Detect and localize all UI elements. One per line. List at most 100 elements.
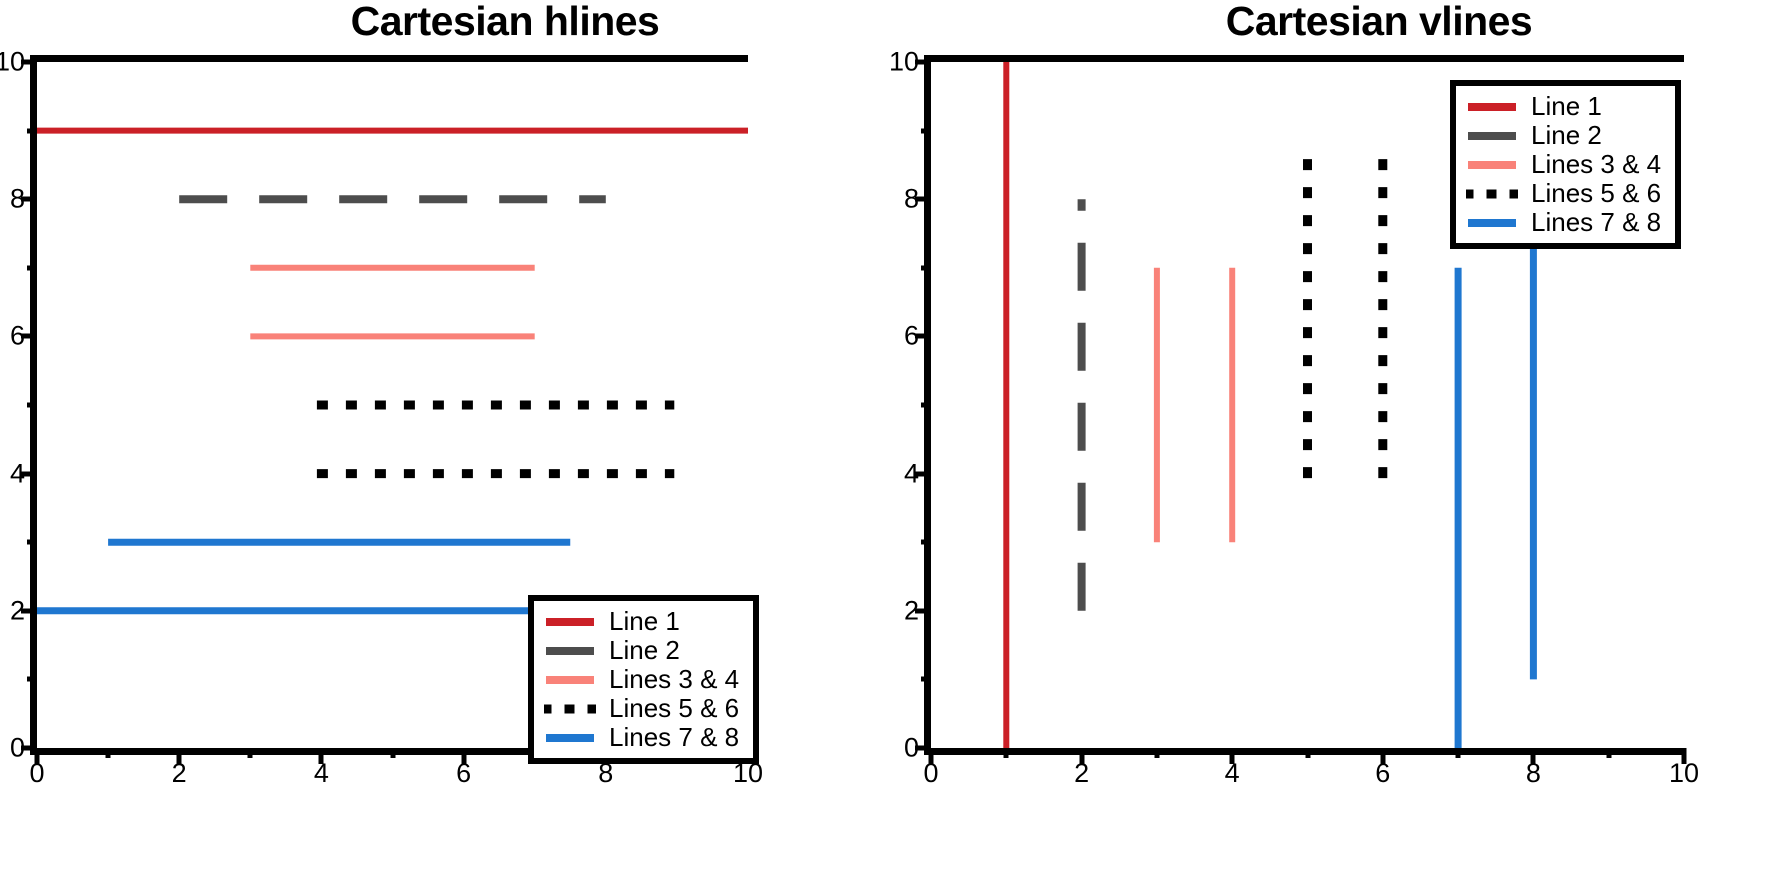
tick-label-y: 8 bbox=[903, 183, 919, 214]
tick-label-x: 2 bbox=[171, 758, 187, 788]
data-layer-left bbox=[37, 62, 748, 748]
legend-row[interactable]: Lines 3 & 4 bbox=[544, 665, 739, 694]
legend-row[interactable]: Line 1 bbox=[544, 607, 739, 636]
tick-mark-x-minor bbox=[105, 748, 111, 758]
tick-mark-x bbox=[928, 748, 934, 764]
legend-swatch-2 bbox=[1466, 121, 1518, 150]
legend-row[interactable]: Lines 7 & 8 bbox=[1466, 208, 1661, 237]
tick-label-x: 10 bbox=[1668, 758, 1700, 788]
legend-row[interactable]: Lines 5 & 6 bbox=[1466, 179, 1661, 208]
tick-mark-y-minor bbox=[27, 402, 37, 408]
tick-mark-x-minor bbox=[1003, 748, 1009, 758]
tick-label-y: 2 bbox=[9, 595, 25, 626]
tick-mark-x bbox=[318, 748, 324, 764]
legend-swatch-5 bbox=[1466, 208, 1518, 237]
tick-mark-x bbox=[1380, 748, 1386, 764]
tick-mark-y-minor bbox=[921, 539, 931, 545]
tick-mark-x bbox=[34, 748, 40, 764]
tick-label-y: 2 bbox=[903, 595, 919, 626]
tick-mark-x bbox=[1229, 748, 1235, 764]
legend-swatch-5 bbox=[544, 723, 596, 752]
tick-mark-x bbox=[1681, 748, 1687, 764]
legend-swatch-3 bbox=[544, 665, 596, 694]
legend-label: Lines 5 & 6 bbox=[1531, 178, 1662, 208]
legend-row[interactable]: Lines 5 & 6 bbox=[544, 694, 739, 723]
tick-mark-x bbox=[1079, 748, 1085, 764]
tick-mark-y-minor bbox=[27, 265, 37, 271]
tick-mark-y-minor bbox=[27, 128, 37, 134]
tick-label-x: 0 bbox=[923, 758, 939, 788]
legend-swatch-1 bbox=[1466, 92, 1518, 121]
tick-mark-y bbox=[21, 333, 37, 339]
tick-label-x: 8 bbox=[1525, 758, 1541, 788]
tick-mark-x-minor bbox=[1154, 748, 1160, 758]
tick-label-y: 4 bbox=[903, 458, 919, 489]
tick-mark-y bbox=[915, 745, 931, 751]
tick-mark-y-minor bbox=[921, 676, 931, 682]
legend-label: Lines 7 & 8 bbox=[609, 722, 740, 752]
tick-label-y: 10 bbox=[888, 46, 919, 77]
tick-mark-y bbox=[915, 59, 931, 65]
legend-label: Line 2 bbox=[1531, 120, 1602, 150]
legend-row[interactable]: Lines 7 & 8 bbox=[544, 723, 739, 752]
legend-label: Line 1 bbox=[609, 606, 680, 636]
tick-mark-x bbox=[461, 748, 467, 764]
tick-label-y: 4 bbox=[9, 458, 25, 489]
legend-row[interactable]: Line 1 bbox=[1466, 92, 1661, 121]
tick-label-y: 0 bbox=[903, 732, 919, 763]
legend-row[interactable]: Line 2 bbox=[544, 636, 739, 665]
legend-swatch-3 bbox=[1466, 150, 1518, 179]
tick-mark-x bbox=[176, 748, 182, 764]
tick-mark-x-minor bbox=[247, 748, 253, 758]
tick-mark-y-minor bbox=[921, 402, 931, 408]
tick-label-y: 0 bbox=[9, 732, 25, 763]
legend-label: Line 1 bbox=[1531, 91, 1602, 121]
page-title-right: Cartesian vlines bbox=[1225, 0, 1533, 44]
tick-mark-x-minor bbox=[1455, 748, 1461, 758]
legend-label: Lines 3 & 4 bbox=[609, 664, 740, 694]
page-title-left: Cartesian hlines bbox=[350, 0, 660, 44]
legend-row[interactable]: Line 2 bbox=[1466, 121, 1661, 150]
tick-mark-y bbox=[21, 196, 37, 202]
tick-label-x: 4 bbox=[1224, 758, 1240, 788]
tick-mark-x-minor bbox=[390, 748, 395, 758]
tick-mark-y bbox=[21, 745, 37, 751]
tick-mark-x bbox=[1530, 748, 1536, 764]
tick-label-x: 6 bbox=[1375, 758, 1391, 788]
tick-label-x: 4 bbox=[313, 758, 329, 788]
tick-label-y: 6 bbox=[9, 320, 25, 351]
tick-mark-y bbox=[915, 608, 931, 614]
tick-label-y: 10 bbox=[0, 46, 25, 77]
tick-mark-y-minor bbox=[27, 676, 37, 682]
tick-label-x: 0 bbox=[29, 758, 45, 788]
tick-mark-x-minor bbox=[1305, 748, 1310, 758]
tick-mark-y-minor bbox=[921, 265, 931, 271]
tick-label-x: 6 bbox=[456, 758, 472, 788]
tick-mark-y bbox=[21, 59, 37, 65]
tick-mark-y bbox=[915, 196, 931, 202]
tick-mark-y-minor bbox=[921, 128, 931, 134]
legend-swatch-2 bbox=[544, 636, 596, 665]
tick-label-x: 2 bbox=[1074, 758, 1090, 788]
legend-label: Lines 5 & 6 bbox=[609, 693, 740, 723]
tick-mark-y-minor bbox=[27, 539, 37, 545]
tick-mark-y bbox=[915, 471, 931, 477]
legend-label: Line 2 bbox=[609, 635, 680, 665]
tick-mark-y bbox=[21, 608, 37, 614]
tick-mark-y bbox=[21, 471, 37, 477]
legend-row[interactable]: Lines 3 & 4 bbox=[1466, 150, 1661, 179]
legend-label: Lines 3 & 4 bbox=[1531, 149, 1662, 179]
data-layer-right bbox=[931, 62, 1684, 748]
legend-swatch-4 bbox=[1466, 179, 1518, 208]
tick-mark-y bbox=[915, 333, 931, 339]
tick-label-y: 8 bbox=[9, 183, 25, 214]
legend-swatch-1 bbox=[544, 607, 596, 636]
tick-mark-x-minor bbox=[1606, 748, 1612, 758]
